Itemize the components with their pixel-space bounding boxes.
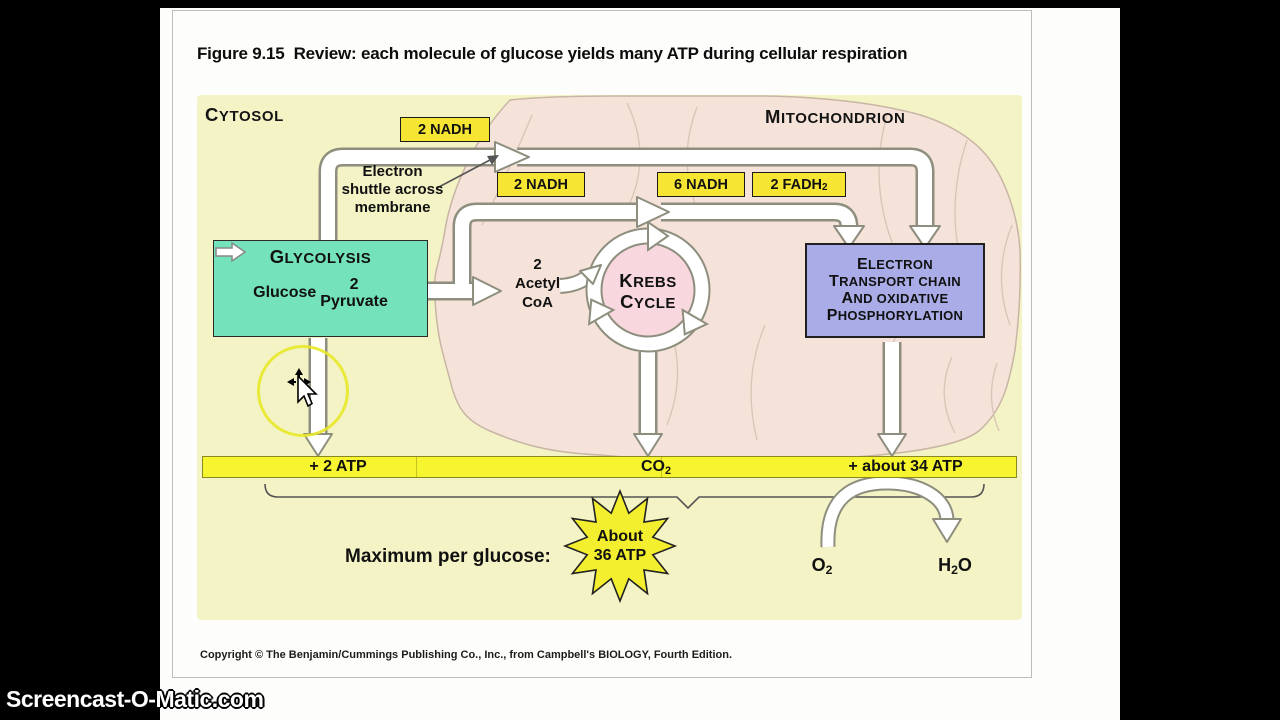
pipe-arrowheads [303, 141, 962, 543]
starburst-shape [562, 488, 678, 604]
atp-bar-divider [416, 457, 417, 477]
starburst-label: About 36 ATP [593, 528, 647, 564]
cursor-pointer[interactable] [286, 368, 322, 410]
shuttle-note-pointer [436, 155, 499, 189]
fadh2-subscript: 2 [822, 182, 828, 193]
cytosol-label: CYTOSOL [205, 104, 284, 125]
pyruvate-nadh-box: 2 NADH [497, 172, 585, 197]
acetyl-coa-label: 2 Acetyl CoA [514, 256, 561, 311]
krebs-nadh-box: 6 NADH [657, 172, 745, 197]
cursor-highlight-ring [257, 345, 349, 437]
shuttle-note: Electron shuttle across membrane [341, 163, 444, 216]
maximum-per-glucose-label: Maximum per glucose: [345, 546, 551, 567]
electron-transport-chain-box: ELECTRON TRANSPORT CHAIN AND OXIDATIVE P… [805, 243, 985, 338]
glycolysis-atp-label: + 2 ATP [309, 458, 367, 475]
glycolysis-box: GLYCOLYSIS Glucose 2 Pyruvate [213, 240, 428, 337]
mitochondrion-label: MITOCHONDRION [765, 106, 906, 127]
atp-bar-divider [661, 457, 662, 477]
document-frame [172, 10, 1032, 678]
h2o-label: H2O [938, 555, 972, 577]
krebs-cycle-label: KREBS CYCLE [619, 270, 677, 312]
shuttle-nadh-box: 2 NADH [400, 117, 490, 142]
copyright-line: Copyright © The Benjamin/Cummings Publis… [200, 649, 733, 661]
fadh2-text: 2 FADH [770, 176, 823, 193]
summary-brace [264, 483, 985, 510]
atp-yield-bar: + 2 ATP CO2 + about 34 ATP [202, 456, 1017, 478]
glucose-label: Glucose [253, 284, 317, 301]
figure-title: Figure 9.15 Review: each molecule of glu… [197, 44, 908, 63]
krebs-ring-arrowheads [587, 220, 710, 336]
o2-label: O2 [811, 555, 833, 577]
pyruvate-label: Pyruvate [320, 293, 388, 310]
diagram-canvas: CYTOSOL MITOCHONDRION 2 NADH 2 NADH 6 NA… [197, 95, 1022, 620]
etc-atp-label: + about 34 ATP [848, 458, 963, 475]
glycolysis-title: GLYCOLYSIS [269, 246, 372, 267]
pyruvate-qty: 2 [349, 276, 359, 293]
glucose-to-pyruvate-arrow-icon [215, 241, 247, 263]
co2-label: CO2 [640, 458, 672, 477]
screencast-watermark: Screencast-O-Matic.com [6, 686, 264, 712]
